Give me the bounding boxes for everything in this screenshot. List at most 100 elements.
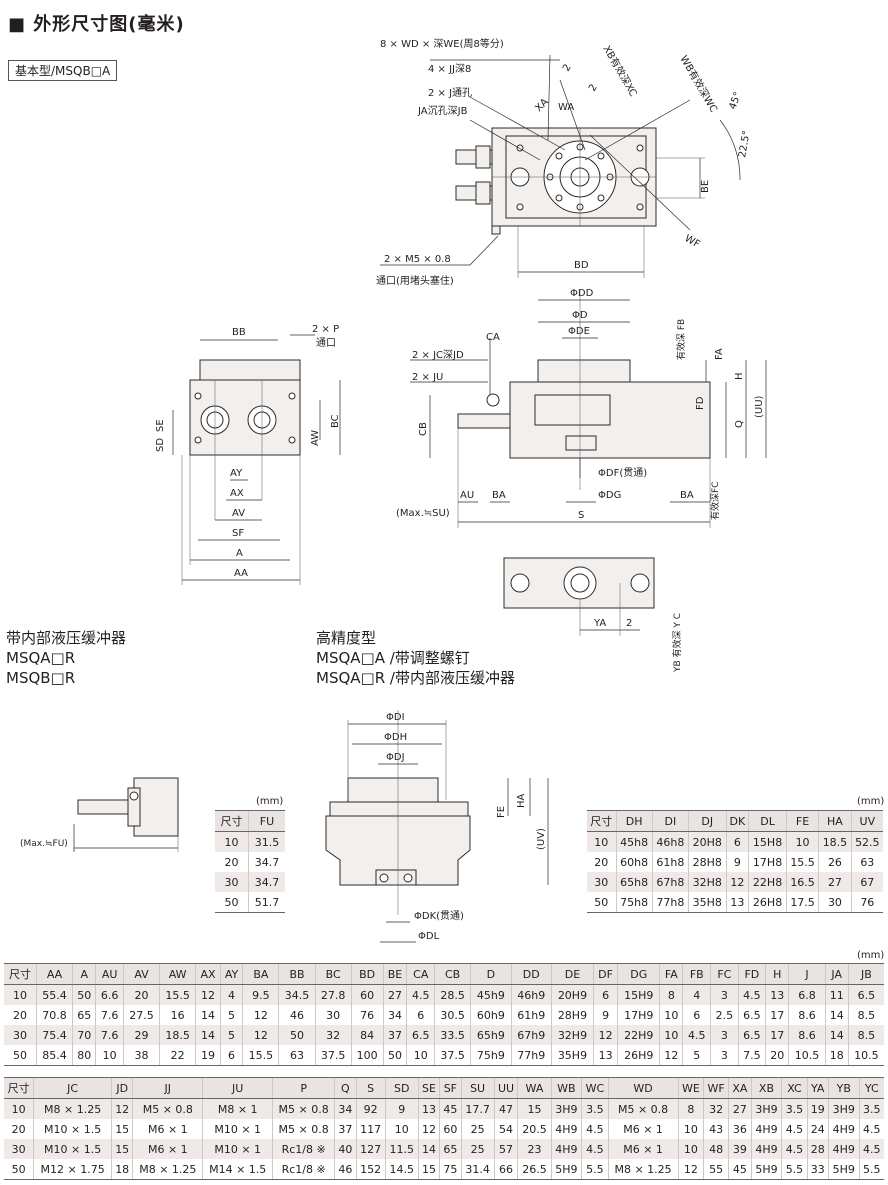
- fe-label: FE: [496, 806, 507, 818]
- table-cell: 30: [4, 1139, 34, 1159]
- column-header: WA: [517, 1077, 552, 1099]
- table-cell: 27: [382, 984, 407, 1005]
- table-cell: 57: [493, 1139, 518, 1159]
- table-cell: 10: [215, 831, 249, 852]
- table-cell: 12: [242, 1025, 279, 1045]
- de-label: ΦDE: [568, 326, 590, 337]
- table-cell: 23: [517, 1139, 552, 1159]
- table-cell: 5.5: [781, 1159, 808, 1180]
- table-cell: 55: [703, 1159, 729, 1180]
- table-cell: 18: [824, 1045, 849, 1066]
- table-cell: 7.6: [95, 1005, 124, 1025]
- table-cell: 34: [334, 1098, 356, 1119]
- table-cell: 38: [122, 1045, 160, 1066]
- column-header: DD: [510, 963, 552, 985]
- table-cell: 15H8: [748, 831, 787, 852]
- table-cell: 25: [460, 1119, 495, 1139]
- section-right-heading: 高精度型 MSQA□A /带调整螺钉 MSQA□R /带内部液压缓冲器: [316, 628, 515, 688]
- p-label: 2 × P: [312, 324, 339, 335]
- table-cell: M6 × 1: [132, 1139, 203, 1159]
- table-cell: 50: [278, 1025, 316, 1045]
- m5-label: 2 × M5 × 0.8: [384, 254, 451, 265]
- table-cell: 15.5: [159, 984, 196, 1005]
- lower-drawings: (Max.≒FU) ΦDI ΦDH ΦDJ FE HA (UV) ΦDK(贯通)…: [20, 710, 549, 943]
- table-cell: Rc1/8 ※: [272, 1159, 335, 1180]
- table-cell: 15.5: [785, 852, 819, 872]
- table-cell: 50: [4, 1159, 34, 1180]
- table-cell: 50: [72, 984, 96, 1005]
- table-cell: M8 × 1.25: [132, 1159, 203, 1180]
- column-header: JJ: [132, 1077, 203, 1099]
- table-cell: 51.7: [247, 892, 285, 913]
- table-cell: 30: [314, 1005, 352, 1025]
- table-cell: 15: [111, 1119, 133, 1139]
- table-cell: 45h9: [470, 984, 512, 1005]
- table-cell: 34: [382, 1005, 407, 1025]
- column-header: H: [765, 963, 789, 985]
- table-cell: 14.5: [384, 1159, 419, 1180]
- table-cell: 17: [765, 1005, 789, 1025]
- table-cell: 30: [818, 892, 852, 913]
- table-cell: 84: [350, 1025, 384, 1045]
- table-cell: 13: [765, 984, 789, 1005]
- table-cell: 26: [818, 852, 852, 872]
- table-cell: 65h9: [470, 1025, 512, 1045]
- table-cell: 6.5: [737, 1025, 766, 1045]
- table-cell: 54: [493, 1119, 518, 1139]
- table-cell: 18.5: [159, 1025, 196, 1045]
- table-cell: 65: [72, 1005, 96, 1025]
- s-label: S: [578, 510, 584, 521]
- section-left-line2: MSQA□R: [6, 649, 76, 667]
- table-cell: 77h9: [510, 1045, 552, 1066]
- front-view-drawing: [172, 334, 341, 585]
- table-cell: 20H9: [550, 984, 594, 1005]
- table-cell: 65h8: [615, 872, 653, 892]
- table-cell: 9.5: [242, 984, 279, 1005]
- column-header: DK: [725, 810, 749, 832]
- table-cell: 28.5: [434, 984, 471, 1005]
- table-cell: 30: [215, 872, 249, 892]
- column-header: 尺寸: [4, 963, 37, 985]
- table-cell: 5.5: [581, 1159, 609, 1180]
- table-cell: 4: [682, 984, 711, 1005]
- table-cell: 75.4: [35, 1025, 73, 1045]
- column-header: BB: [278, 963, 316, 985]
- column-header: 尺寸: [215, 810, 249, 832]
- column-header: WE: [677, 1077, 704, 1099]
- table-cell: 14: [824, 1005, 849, 1025]
- table-cell: 20.5: [517, 1119, 552, 1139]
- column-header: DG: [617, 963, 660, 985]
- table-cell: 15: [417, 1159, 440, 1180]
- table-cell: 11: [824, 984, 849, 1005]
- table-cell: 4.5: [858, 1139, 884, 1159]
- table-cell: M6 × 1: [132, 1119, 203, 1139]
- table-cell: 4.5: [581, 1119, 609, 1139]
- table-cell: M10 × 1.5: [33, 1119, 112, 1139]
- d-label: ΦD: [572, 310, 588, 321]
- table-cell: 14: [824, 1025, 849, 1045]
- table-cell: 6.5: [406, 1025, 435, 1045]
- table-cell: 76: [850, 892, 883, 913]
- table-cell: 17.7: [460, 1098, 495, 1119]
- table-cell: 27.5: [122, 1005, 160, 1025]
- table-cell: 65: [439, 1139, 462, 1159]
- table-cell: 4.5: [781, 1119, 808, 1139]
- column-header: YC: [858, 1077, 884, 1099]
- table-cell: 63: [278, 1045, 316, 1066]
- column-header: UU: [493, 1077, 518, 1099]
- column-header: Q: [334, 1077, 356, 1099]
- table-cell: 60: [439, 1119, 462, 1139]
- table-cell: 50: [587, 892, 617, 913]
- table-cell: 36: [728, 1119, 752, 1139]
- dd-label: ΦDD: [570, 288, 594, 299]
- wf-label: WF: [683, 233, 702, 250]
- table-cell: 152: [355, 1159, 386, 1180]
- column-header: YB: [827, 1077, 860, 1099]
- aw-label: AW: [310, 430, 321, 446]
- table-cell: 22H8: [748, 872, 787, 892]
- table-cell: 16: [159, 1005, 196, 1025]
